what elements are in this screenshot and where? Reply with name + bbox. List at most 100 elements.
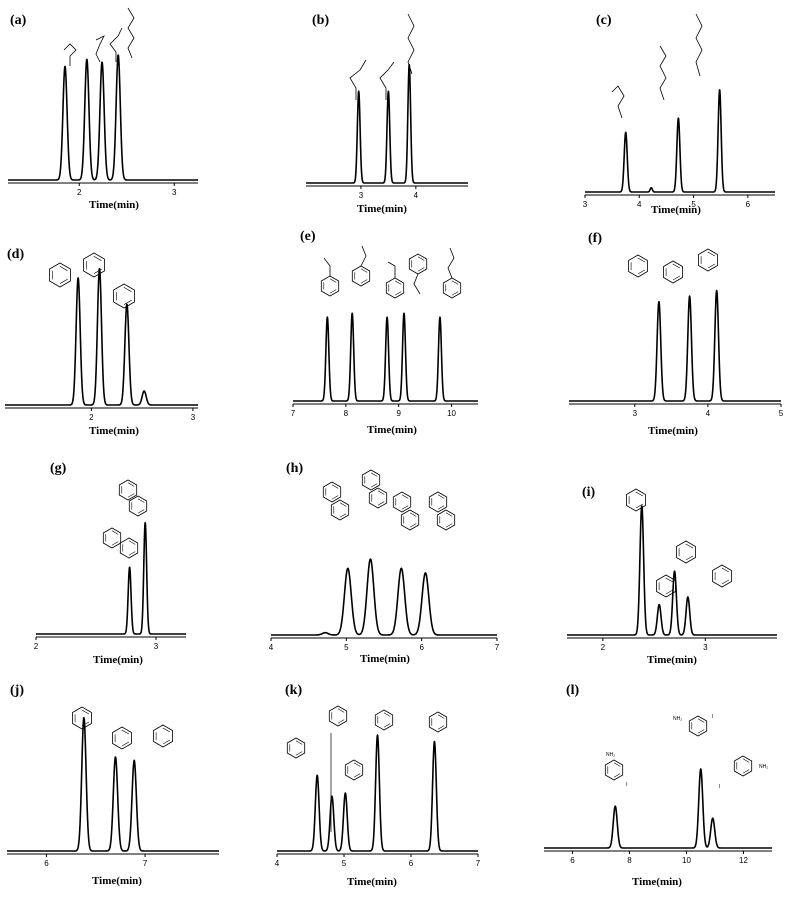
x-tick-label: 6 — [570, 856, 575, 865]
alkyl-chain-structure — [387, 261, 396, 278]
structure-atom-label: I — [719, 784, 720, 790]
trimethylbenzene-structure — [49, 262, 71, 288]
naphthalene-structure — [428, 491, 448, 513]
x-tick-label: 6 — [746, 200, 751, 209]
alkane-structure — [695, 13, 703, 77]
chromatogram-trace — [276, 734, 479, 852]
panel-label: (j) — [10, 683, 24, 698]
naphthalene-structure — [400, 509, 420, 531]
benzene-ring-structure — [428, 711, 448, 733]
panel-label: (f) — [588, 231, 602, 246]
trimethylbenzene-structure — [113, 283, 135, 309]
x-tick-label: 2 — [601, 643, 606, 652]
panel-label: (k) — [285, 683, 302, 698]
panel-label: (l) — [566, 683, 580, 698]
alkane-structure — [127, 7, 135, 59]
chlorobenzene-structure — [698, 248, 718, 272]
naphthalene-structure — [368, 487, 388, 509]
x-tick-label: 2 — [77, 188, 82, 197]
alkyl-chain-structure — [323, 257, 331, 276]
x-axis-title: Time(min) — [92, 875, 142, 887]
chromatogram-trace — [543, 768, 773, 849]
naphthalene-structure — [118, 479, 138, 501]
x-tick-label: 2 — [89, 413, 94, 422]
alkane-structure — [349, 59, 367, 100]
chlorobenzene-structure — [663, 260, 683, 284]
chromatogram-trace — [6, 717, 220, 852]
x-tick-label: 6 — [44, 859, 49, 868]
x-tick-label: 7 — [291, 409, 296, 418]
naphthalene-structure — [330, 499, 350, 521]
chromatogram-trace — [584, 89, 776, 193]
x-tick-label: 4 — [269, 643, 274, 652]
structure-atom-label: NH₂ — [673, 716, 682, 722]
x-tick-label: 5 — [342, 859, 347, 868]
x-tick-label: 3 — [633, 409, 638, 418]
panel-label: (d) — [7, 247, 24, 262]
x-tick-label: 6 — [419, 643, 424, 652]
x-axis-title: Time(min) — [360, 653, 410, 665]
x-tick-label: 4 — [275, 859, 280, 868]
naphthalene-structure — [119, 537, 139, 559]
benzene-ring-structure — [286, 737, 306, 759]
x-tick-label: 4 — [637, 200, 642, 209]
x-tick-label: 3 — [359, 191, 364, 200]
naphthalene-structure — [322, 481, 342, 503]
x-axis-title: Time(min) — [632, 876, 682, 888]
naphthalene-structure — [128, 495, 148, 517]
chlorobenzene-structure — [628, 254, 648, 278]
x-axis-title: Time(min) — [647, 654, 697, 666]
x-axis-title: Time(min) — [648, 425, 698, 437]
x-axis-title: Time(min) — [357, 203, 407, 215]
alkane-structure — [407, 13, 415, 75]
panel-label: (i) — [582, 485, 596, 500]
x-tick-label: 7 — [476, 859, 481, 868]
naphthalene-structure — [436, 509, 456, 531]
alkyl-chain-structure — [413, 273, 421, 295]
structure-atom-label: I — [626, 782, 627, 788]
chromatogram-trace — [35, 521, 187, 635]
x-axis-title: Time(min) — [367, 424, 417, 436]
x-axis-title: Time(min) — [89, 199, 139, 211]
alkyl-chain-structure — [360, 245, 367, 267]
phenol-structure — [626, 488, 646, 512]
benzene-ring-structure — [344, 759, 364, 781]
x-tick-label: 5 — [344, 643, 349, 652]
phenol-structure — [712, 564, 732, 588]
chromatogram-trace — [566, 505, 778, 636]
benzene-ring-structure — [442, 277, 462, 299]
alkane-structure — [611, 85, 625, 119]
naphthalene-structure — [102, 527, 122, 549]
chromatogram-trace — [292, 312, 479, 402]
x-tick-label: 7 — [143, 859, 148, 868]
panel-label: (h) — [286, 461, 303, 476]
nitrobenzaldehyde-structure — [153, 724, 173, 748]
naphthalene-structure — [392, 491, 412, 513]
x-tick-label: 8 — [627, 856, 632, 865]
panel-label: (c) — [596, 13, 612, 28]
nitrobenzaldehyde-structure — [72, 706, 92, 730]
iodoaniline-structure — [733, 755, 753, 777]
structure-atom-label: I — [712, 714, 713, 720]
benzene-ring-structure — [328, 705, 348, 727]
panel-label: (b) — [312, 13, 329, 28]
x-tick-label: 3 — [172, 188, 177, 197]
alkane-structure — [63, 43, 77, 66]
x-tick-label: 5 — [691, 200, 696, 209]
naphthalene-structure — [361, 469, 381, 491]
benzene-ring-structure — [374, 709, 394, 731]
alkane-structure — [379, 61, 395, 100]
x-tick-label: 2 — [34, 642, 39, 651]
chromatogram-trace — [568, 289, 782, 402]
structure-atom-label: NH₂ — [759, 764, 768, 770]
alkane-structure — [109, 27, 123, 62]
